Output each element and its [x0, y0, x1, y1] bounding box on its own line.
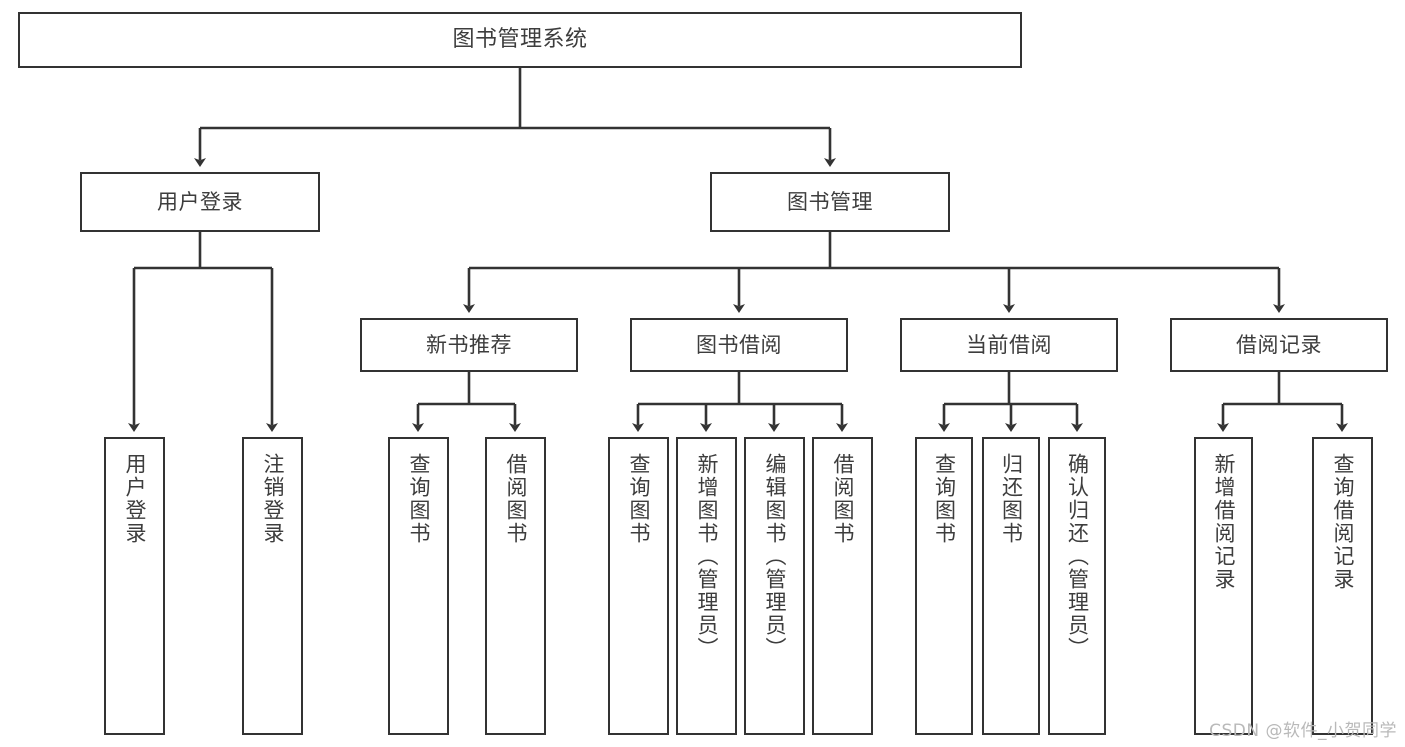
node-label: 借阅图书 — [830, 453, 855, 545]
node-borrow-record[interactable]: 借阅记录 — [1170, 318, 1388, 372]
node-label: 查询借阅记录 — [1330, 453, 1355, 591]
node-label: 查询图书 — [406, 453, 431, 545]
node-label: 图书管理 — [787, 189, 873, 214]
node-label: 确认归还（管理员） — [1065, 453, 1090, 660]
node-leaf-borrow-book-new[interactable]: 借阅图书 — [485, 437, 546, 735]
node-leaf-edit-book-admin[interactable]: 编辑图书（管理员） — [744, 437, 805, 735]
node-leaf-return-book[interactable]: 归还图书 — [982, 437, 1040, 735]
node-label: 编辑图书（管理员） — [762, 453, 787, 660]
node-leaf-query-book-current[interactable]: 查询图书 — [915, 437, 973, 735]
node-leaf-user-logout[interactable]: 注销登录 — [242, 437, 303, 735]
node-book-borrow[interactable]: 图书借阅 — [630, 318, 848, 372]
node-leaf-user-login[interactable]: 用户登录 — [104, 437, 165, 735]
node-book-management[interactable]: 图书管理 — [710, 172, 950, 232]
node-leaf-query-book-borrow[interactable]: 查询图书 — [608, 437, 669, 735]
node-leaf-add-book-admin[interactable]: 新增图书（管理员） — [676, 437, 737, 735]
node-label: 当前借阅 — [966, 332, 1052, 357]
node-user-login[interactable]: 用户登录 — [80, 172, 320, 232]
node-label: 借阅图书 — [503, 453, 528, 545]
node-leaf-query-borrow-record[interactable]: 查询借阅记录 — [1312, 437, 1373, 735]
node-label: 用户登录 — [122, 453, 147, 545]
node-leaf-query-book-new[interactable]: 查询图书 — [388, 437, 449, 735]
node-root-system[interactable]: 图书管理系统 — [18, 12, 1022, 68]
node-new-book-recommend[interactable]: 新书推荐 — [360, 318, 578, 372]
node-label: 借阅记录 — [1236, 332, 1322, 357]
node-label: 查询图书 — [626, 453, 651, 545]
node-leaf-borrow-book[interactable]: 借阅图书 — [812, 437, 873, 735]
node-label: 新增图书（管理员） — [694, 453, 719, 660]
node-leaf-confirm-return-admin[interactable]: 确认归还（管理员） — [1048, 437, 1106, 735]
node-leaf-add-borrow-record[interactable]: 新增借阅记录 — [1194, 437, 1253, 735]
node-label: 归还图书 — [999, 453, 1024, 545]
watermark-text: CSDN @软件_小贺同学 — [1209, 721, 1397, 741]
node-current-borrow[interactable]: 当前借阅 — [900, 318, 1118, 372]
node-label: 查询图书 — [932, 453, 957, 545]
node-label: 注销登录 — [260, 453, 285, 545]
node-label: 图书管理系统 — [452, 27, 588, 53]
node-label: 图书借阅 — [696, 332, 782, 357]
node-label: 新增借阅记录 — [1211, 453, 1236, 591]
node-label: 用户登录 — [157, 189, 243, 214]
node-label: 新书推荐 — [426, 332, 512, 357]
